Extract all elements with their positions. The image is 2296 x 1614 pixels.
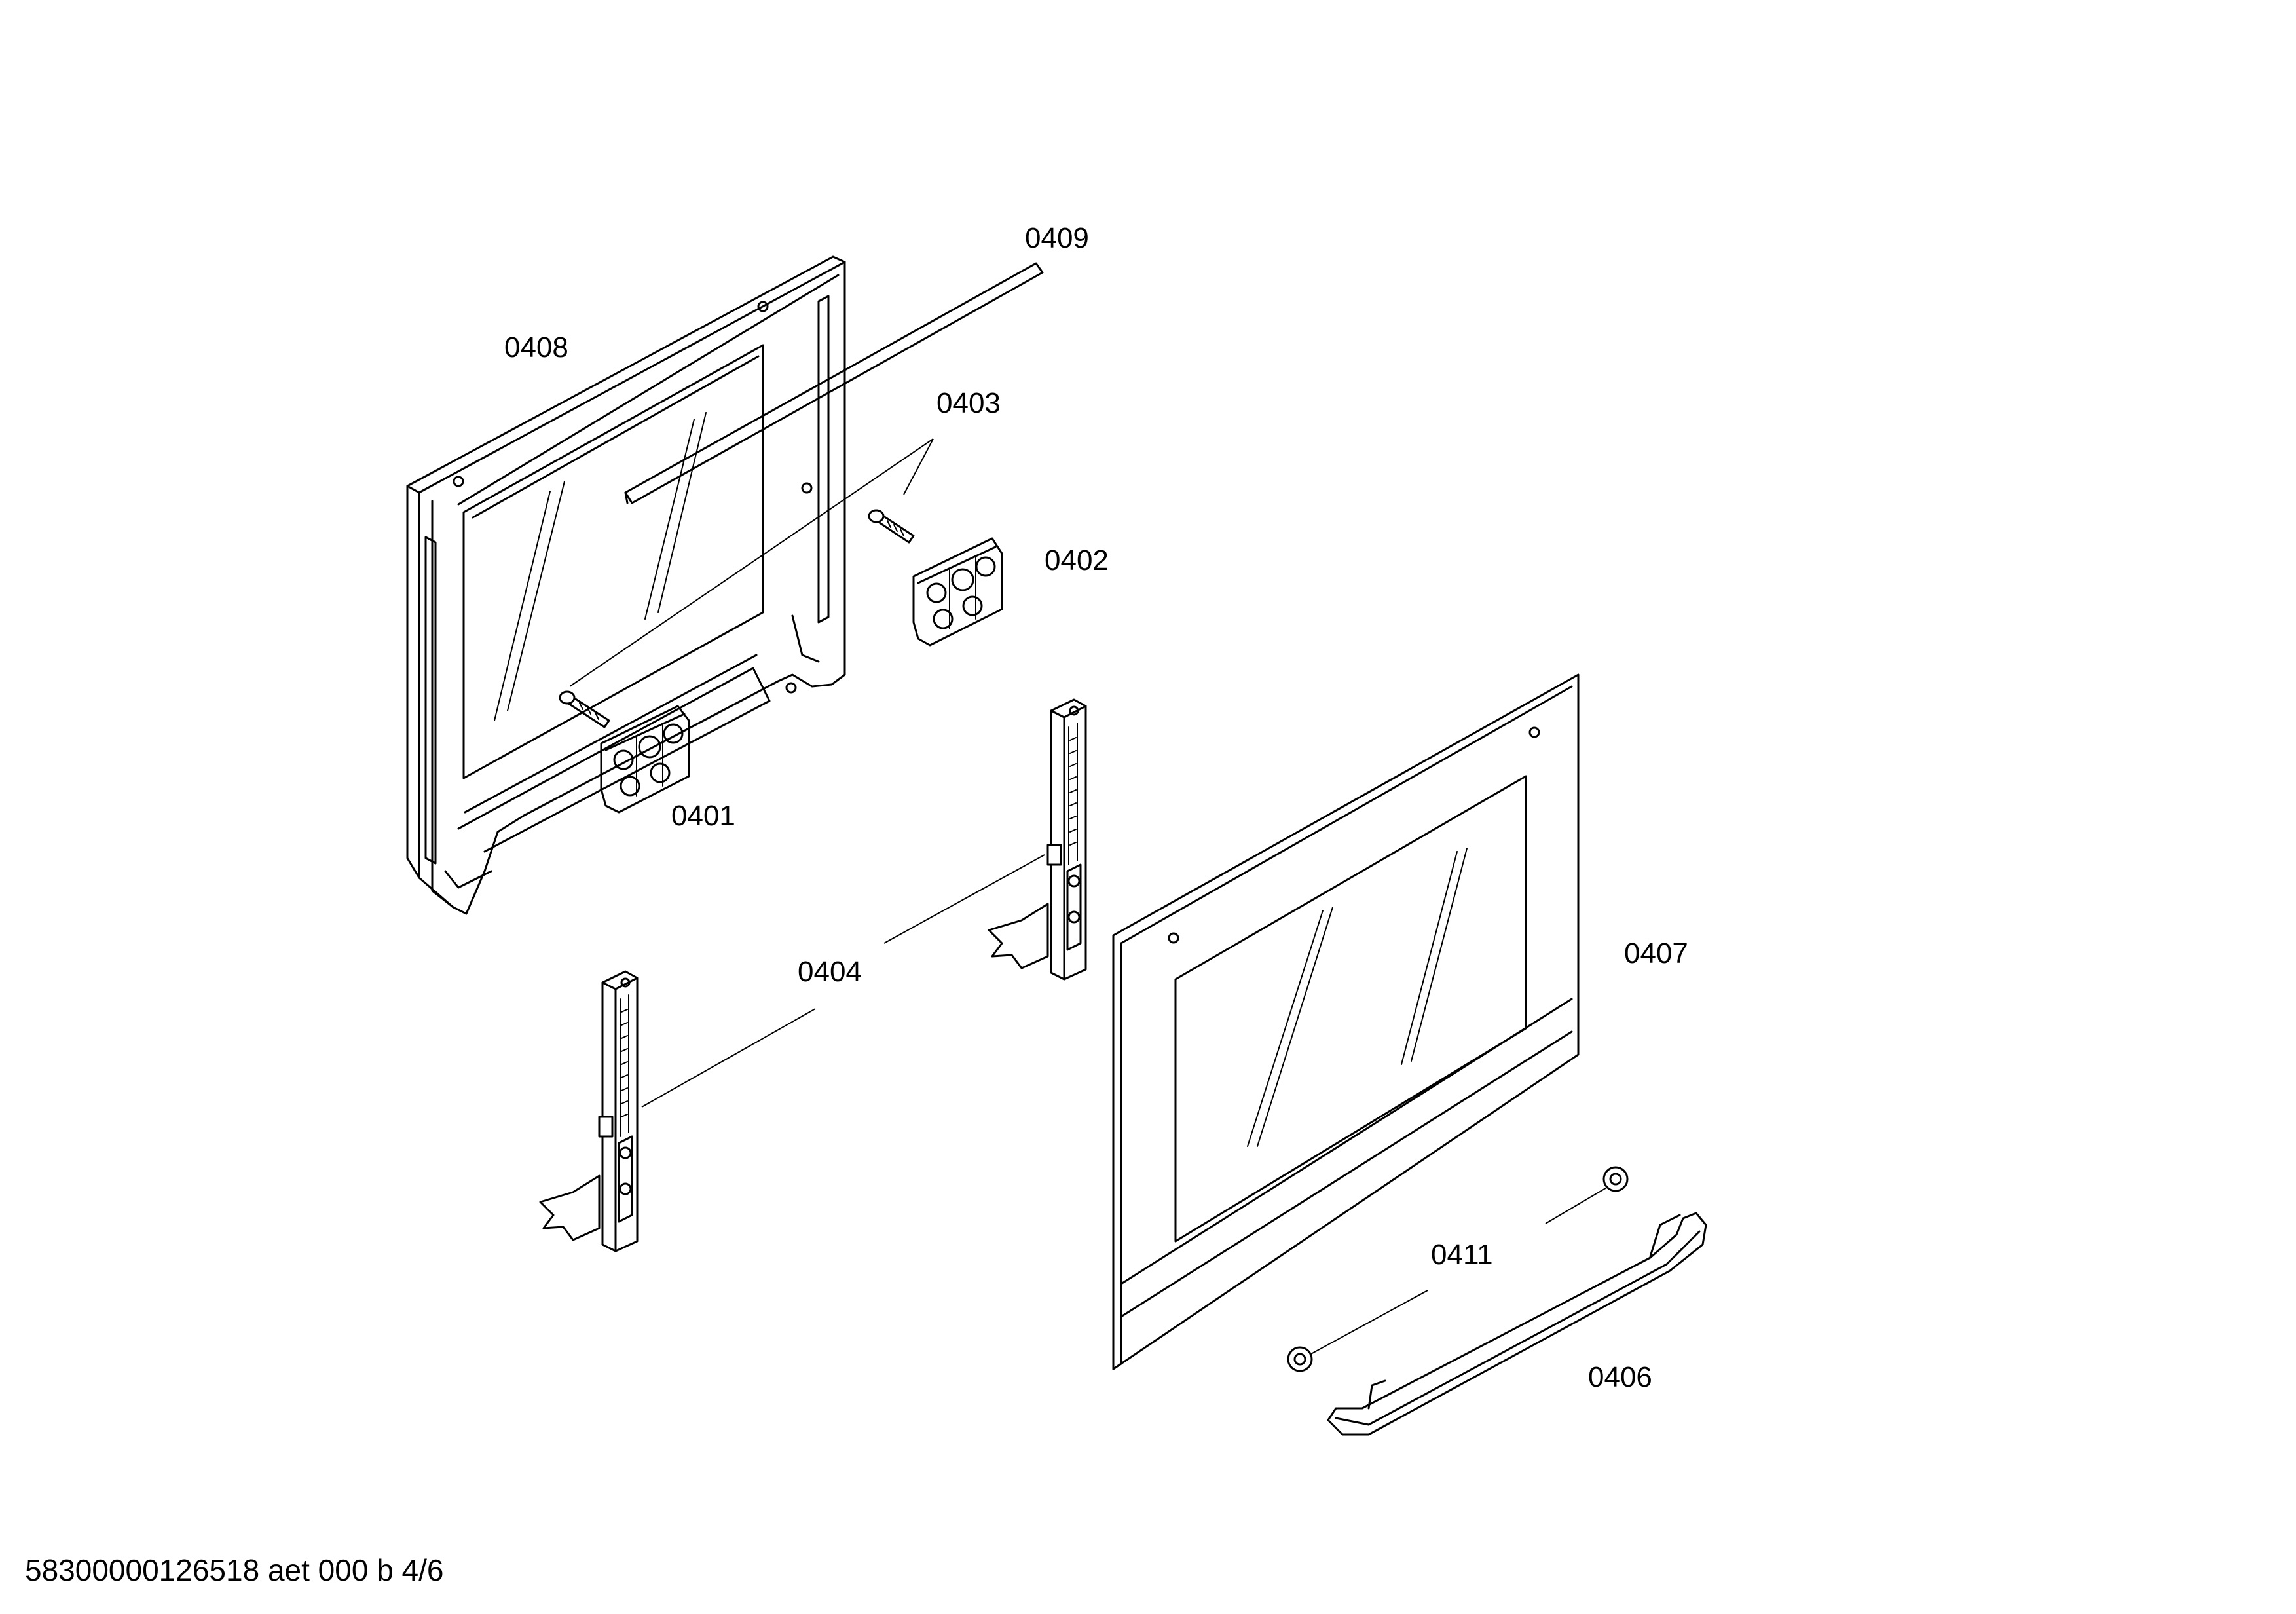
handle-cap-0411-left	[1287, 1346, 1313, 1372]
callout-0402: 0402	[1045, 544, 1109, 576]
leader-0403-upper	[903, 438, 934, 495]
leader-0411-right	[1545, 1186, 1608, 1224]
callout-0407: 0407	[1624, 937, 1688, 969]
callout-0403: 0403	[936, 387, 1001, 419]
inner-door-frame-0408	[406, 255, 846, 915]
seal-strip-0409	[624, 262, 1044, 504]
callout-0404: 0404	[798, 956, 862, 988]
leader-0404-right	[883, 854, 1045, 944]
hinge-block-0401	[600, 705, 690, 814]
handle-cap-0411-right	[1602, 1166, 1629, 1192]
callout-0408: 0408	[504, 331, 568, 364]
callout-0409: 0409	[1025, 222, 1089, 254]
hinge-0404-left	[539, 970, 639, 1252]
screw-0403-lower	[559, 690, 610, 728]
leader-lines	[569, 438, 1608, 1355]
outer-door-glass-0407	[1112, 673, 1580, 1370]
hinge-0404-right	[988, 698, 1087, 981]
callout-0411: 0411	[1431, 1239, 1493, 1271]
hinge-block-0402	[912, 537, 1003, 647]
leader-0411-left	[1309, 1290, 1428, 1355]
door-handle-0406	[1327, 1212, 1707, 1436]
screw-0403-upper	[868, 509, 915, 544]
callout-0406: 0406	[1588, 1361, 1652, 1393]
callout-0401: 0401	[671, 800, 735, 832]
drawing-reference-code: 58300000126518 aet 000 b 4/6	[25, 1553, 444, 1587]
leader-0404-left	[641, 1008, 816, 1108]
leader-0403-lower	[569, 438, 934, 687]
